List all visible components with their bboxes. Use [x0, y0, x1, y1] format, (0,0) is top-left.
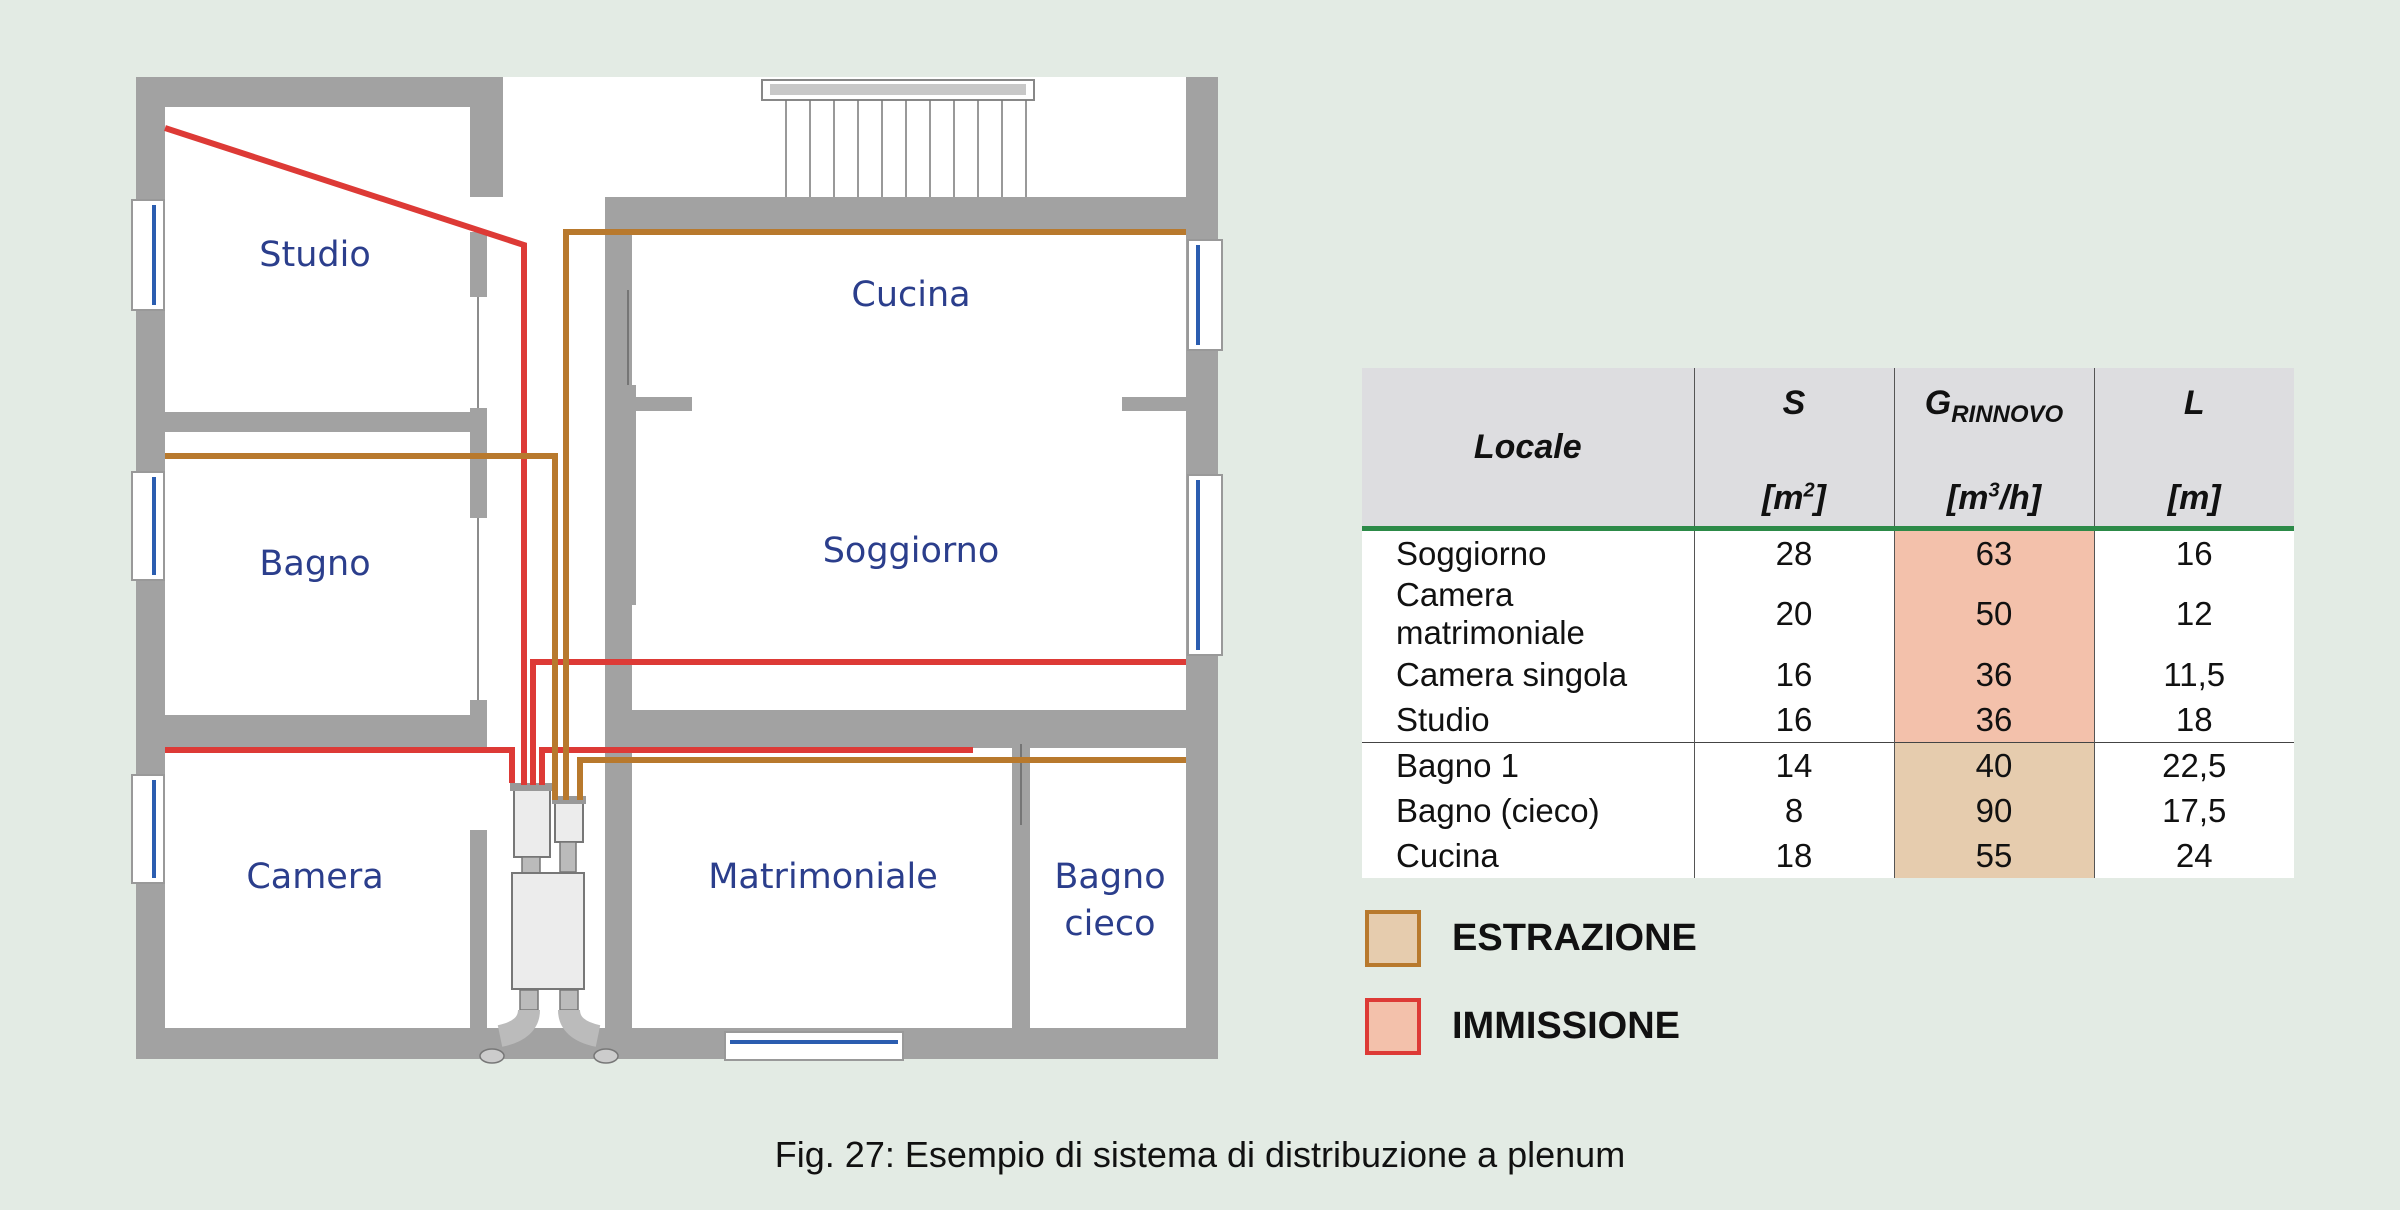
cell-l: 11,5	[2093, 652, 2294, 697]
room-label-soggiorno: Soggiorno	[823, 531, 1000, 571]
cell-s: 28	[1693, 528, 1894, 576]
room-label-cucina: Cucina	[851, 275, 970, 315]
cell-g: 40	[1893, 742, 2094, 788]
header-s: S [m2]	[1693, 368, 1894, 529]
cell-g: 90	[1893, 788, 2094, 833]
room-label-bagno-cieco-1: Bagno	[1054, 857, 1165, 897]
cell-g: 63	[1893, 528, 2094, 576]
cell-g: 36	[1893, 697, 2094, 743]
room-label-bagno: Bagno	[259, 544, 370, 584]
header-l: L [m]	[2093, 368, 2294, 529]
cell-l: 22,5	[2093, 742, 2294, 788]
ventilation-table: Locale S [m2] GRINNOVO [m3/h] L [m] Sogg…	[1362, 368, 2294, 878]
cell-s: 18	[1693, 833, 1894, 878]
duct-immissione-soggiorno	[530, 659, 1186, 785]
room-label-studio: Studio	[259, 235, 370, 275]
cell-l: 24	[2093, 833, 2294, 878]
table-row: Camera singola 16 36 11,5	[1362, 652, 2294, 697]
header-g-rinnovo: GRINNOVO [m3/h]	[1893, 368, 2094, 529]
duct-immissione-matrimoniale	[539, 747, 973, 785]
duct-immissione-camera	[165, 747, 515, 783]
cell-g: 36	[1893, 652, 2094, 697]
ventilation-unit	[479, 783, 619, 1064]
cell-locale: Camera matrimoniale	[1396, 576, 1585, 651]
floor-plan: Studio Cucina Soggiorno Bagno Camera Mat…	[131, 77, 1223, 1064]
cell-s: 20	[1693, 576, 1894, 652]
building	[136, 77, 1218, 1059]
cell-locale: Bagno 1	[1362, 742, 1694, 788]
legend-label-estrazione: ESTRAZIONE	[1452, 917, 1697, 959]
cell-s: 16	[1693, 652, 1894, 697]
cell-s: 8	[1693, 788, 1894, 833]
windows	[131, 199, 1223, 1061]
duct-immissione-studio	[164, 125, 527, 785]
cell-locale: Bagno (cieco)	[1396, 791, 1600, 829]
duct-estrazione-bagno-cieco	[577, 757, 1186, 800]
table-row: Cucina 18 55 24	[1362, 833, 2294, 878]
cell-g: 55	[1893, 833, 2094, 878]
table-row: Studio 16 36 18	[1362, 697, 2294, 743]
table-row: Bagno 1 14 40 22,5	[1362, 742, 2294, 788]
cell-locale: Soggiorno	[1396, 534, 1547, 572]
duct-estrazione-bagno	[165, 453, 558, 800]
cell-l: 18	[2093, 697, 2294, 743]
cell-locale: Camera singola	[1396, 655, 1628, 693]
table-row: Camera matrimoniale 20 50 12	[1362, 576, 2294, 652]
table-row: Bagno (cieco) 8 90 17,5	[1362, 788, 2294, 833]
legend-swatch-immissione	[1365, 998, 1421, 1055]
cell-s: 14	[1693, 742, 1894, 788]
room-label-bagno-cieco-2: cieco	[1064, 904, 1155, 944]
cell-locale: Studio	[1396, 700, 1490, 738]
cell-l: 16	[2093, 528, 2294, 576]
legend-swatch-estrazione	[1365, 910, 1421, 967]
cell-s: 16	[1693, 697, 1894, 743]
room-label-matrimoniale: Matrimoniale	[708, 857, 938, 897]
cell-g: 50	[1893, 576, 2094, 652]
table-row: Soggiorno 28 63 16	[1362, 528, 2294, 576]
header-locale: Locale	[1362, 368, 1694, 529]
room-label-camera: Camera	[246, 857, 383, 897]
cell-locale: Cucina	[1396, 836, 1499, 874]
legend-label-immissione: IMMISSIONE	[1452, 1005, 1681, 1047]
immissione-ducts	[164, 125, 1186, 785]
duct-estrazione-cucina	[563, 229, 1186, 800]
cell-l: 17,5	[2093, 788, 2294, 833]
estrazione-ducts	[165, 229, 1186, 800]
figure-caption: Fig. 27: Esempio di sistema di distribuz…	[774, 1134, 1626, 1175]
room-labels: Studio Cucina Soggiorno Bagno Camera Mat…	[246, 235, 1165, 944]
table-header-row: Locale S [m2] GRINNOVO [m3/h] L [m]	[1362, 368, 2294, 529]
cell-l: 12	[2093, 576, 2294, 652]
